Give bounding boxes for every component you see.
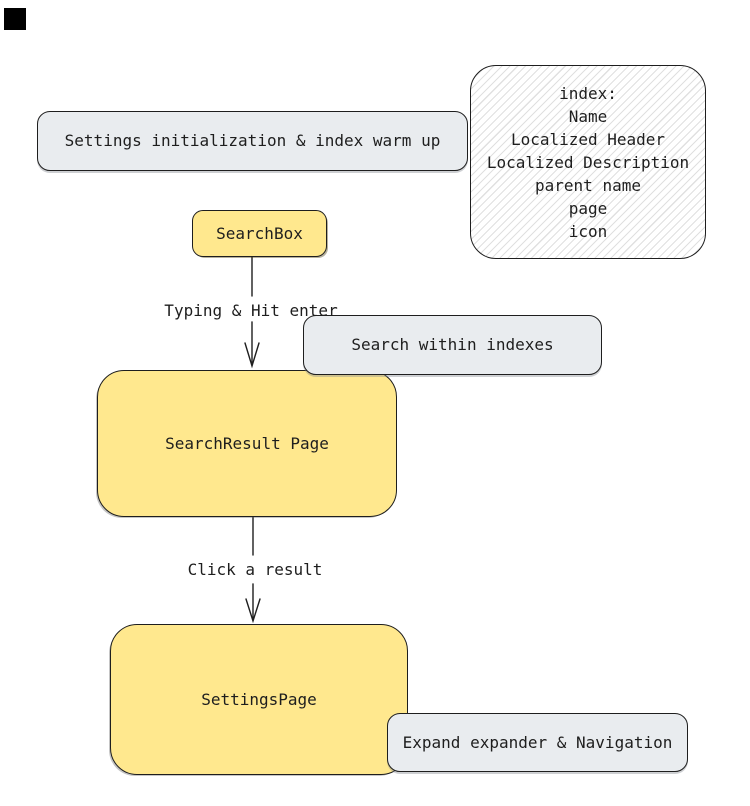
- edge-label-click-result: Click a result: [187, 560, 323, 579]
- node-index-fields-note: index: Name Localized Header Localized D…: [470, 65, 706, 259]
- index-note-line: Localized Header: [510, 129, 666, 149]
- node-settings-page: SettingsPage: [110, 624, 408, 775]
- index-note-line: icon: [568, 221, 608, 241]
- edge-typing-arrow: [244, 256, 260, 369]
- node-settings-page-label: SettingsPage: [201, 689, 317, 709]
- index-note-line: Name: [568, 106, 608, 126]
- node-search-result-page-label: SearchResult Page: [165, 433, 329, 453]
- black-square-mark: [4, 8, 26, 30]
- node-search-within-indexes-label: Search within indexes: [351, 335, 554, 354]
- node-search-within-indexes: Search within indexes: [303, 315, 602, 375]
- node-settings-initialization-label: Settings initialization & index warm up: [64, 131, 441, 150]
- index-note-line: Localized Description: [486, 152, 690, 172]
- index-note-line: page: [568, 198, 608, 218]
- node-searchbox: SearchBox: [192, 210, 327, 257]
- node-search-result-page: SearchResult Page: [97, 370, 397, 517]
- index-note-line: parent name: [535, 175, 641, 195]
- node-settings-initialization: Settings initialization & index warm up: [37, 111, 468, 171]
- node-expand-navigation: Expand expander & Navigation: [387, 713, 688, 772]
- node-expand-navigation-label: Expand expander & Navigation: [402, 732, 673, 752]
- node-searchbox-label: SearchBox: [216, 223, 303, 243]
- edge-label-typing: Typing & Hit enter: [164, 301, 338, 320]
- index-note-line: index:: [559, 83, 617, 103]
- edge-click-arrow: [245, 516, 261, 624]
